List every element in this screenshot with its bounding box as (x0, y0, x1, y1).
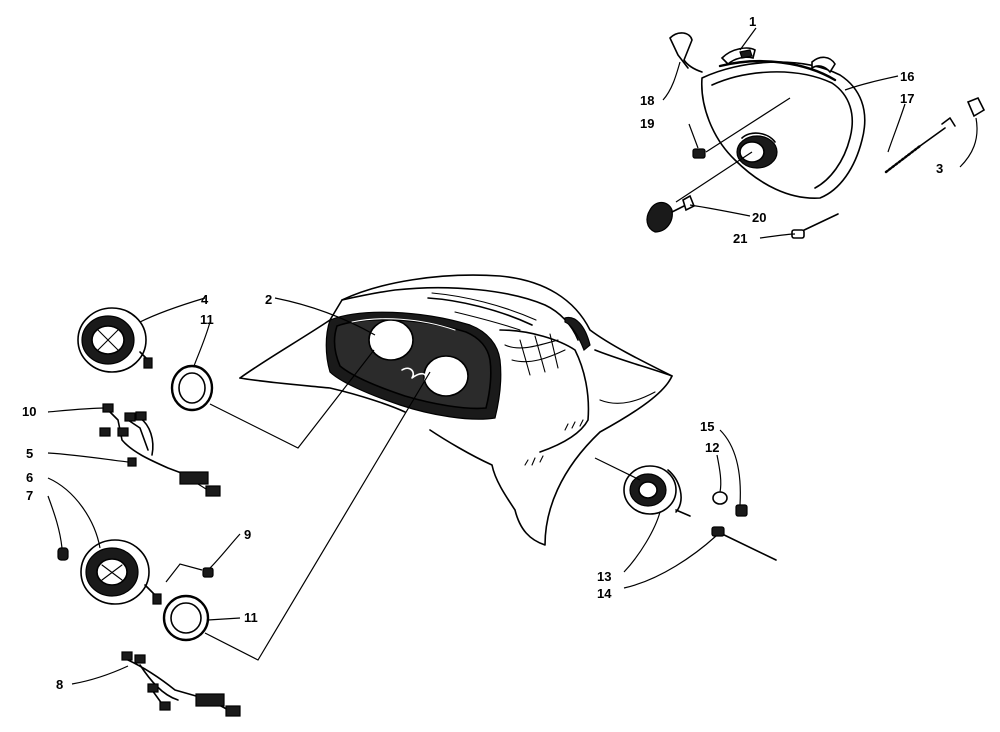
callout-10: 10 (22, 404, 36, 419)
callout-18: 18 (640, 93, 654, 108)
callout-3: 3 (936, 161, 943, 176)
callout-labels: 1 2 3 4 5 6 7 8 9 10 11 11 12 13 14 15 1… (22, 14, 943, 692)
callout-16: 16 (900, 69, 914, 84)
callout-8: 8 (56, 677, 63, 692)
headlight-assembly (646, 32, 986, 239)
callout-15: 15 (700, 419, 714, 434)
wiring-harness-upper (99, 403, 221, 497)
connector-9-part (202, 567, 214, 578)
bezel-ring-upper (170, 364, 214, 412)
callout-20: 20 (752, 210, 766, 225)
callout-11-upper: 11 (200, 312, 214, 327)
callout-9: 9 (244, 527, 251, 542)
callout-2: 2 (265, 292, 272, 307)
bezel-ring-lower (162, 594, 210, 642)
callout-21: 21 (733, 231, 747, 246)
callout-14: 14 (597, 586, 612, 601)
callout-11-lower: 11 (244, 610, 258, 625)
bulb-7-part (57, 547, 69, 561)
callout-5: 5 (26, 446, 33, 461)
callout-12: 12 (705, 440, 719, 455)
wiring-harness-lower (121, 651, 241, 717)
callout-4: 4 (201, 292, 209, 307)
leader-lines (47, 27, 978, 685)
callout-19: 19 (640, 116, 654, 131)
callout-1: 1 (749, 14, 756, 29)
callout-6: 6 (26, 470, 33, 485)
callout-13: 13 (597, 569, 611, 584)
callout-7: 7 (26, 488, 33, 503)
callout-17: 17 (900, 91, 914, 106)
indicator-light-assembly (623, 465, 777, 561)
hood-assembly (239, 274, 673, 546)
tachometer-gauge (80, 539, 162, 605)
speedometer-gauge (77, 307, 153, 373)
